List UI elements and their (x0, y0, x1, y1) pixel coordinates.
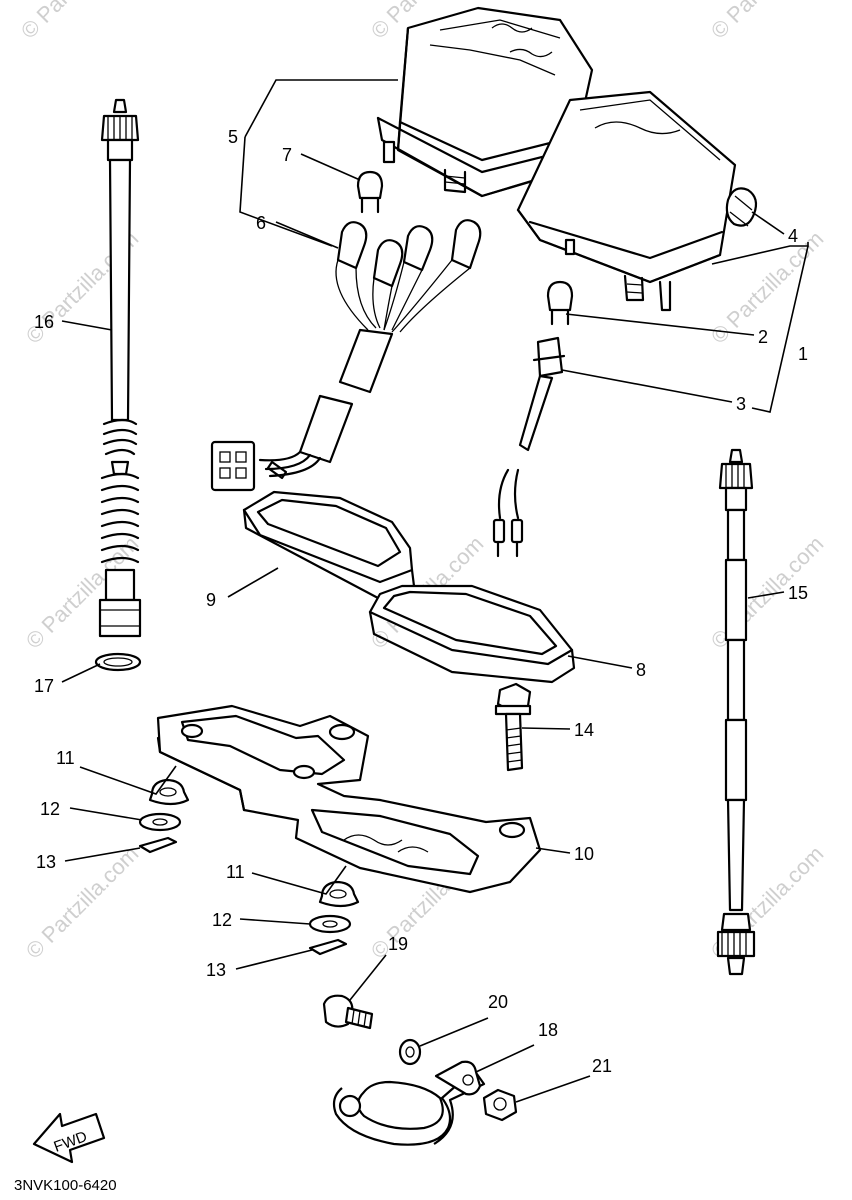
callout-17: 17 (34, 676, 54, 696)
clip-13-lower[interactable] (308, 938, 348, 956)
damper-8[interactable] (368, 584, 576, 684)
callout-12-lower: 12 (212, 910, 232, 930)
callout-10: 10 (574, 844, 594, 864)
washer-20[interactable] (398, 1038, 422, 1066)
meter-bracket-10[interactable] (156, 704, 542, 894)
callout-4: 4 (788, 226, 798, 246)
callout-6: 6 (256, 213, 266, 233)
callout-8: 8 (636, 660, 646, 680)
watermark: © Partzilla.com (706, 0, 829, 44)
bolt-14[interactable] (494, 682, 532, 772)
washer-12-upper[interactable] (138, 812, 182, 832)
callout-20: 20 (488, 992, 508, 1012)
callout-21: 21 (592, 1056, 612, 1076)
callout-14: 14 (574, 720, 594, 740)
bolt-19[interactable] (322, 994, 374, 1030)
watermark: © Partzilla.com (706, 531, 829, 654)
callout-12-upper: 12 (40, 799, 60, 819)
meter-assembly-right[interactable] (516, 90, 758, 312)
diagram-code: 3NVK100-6420 (14, 1177, 117, 1194)
socket-harness-6[interactable] (210, 219, 482, 492)
callout-11-lower: 11 (226, 862, 245, 882)
forward-arrow-icon: FWD (32, 1112, 106, 1164)
bulb-2[interactable] (546, 280, 574, 326)
socket-cord-3[interactable] (492, 336, 566, 558)
callout-1: 1 (798, 344, 808, 364)
callout-9: 9 (206, 590, 216, 610)
callout-18: 18 (538, 1020, 558, 1040)
o-ring-17[interactable] (94, 652, 142, 672)
clip-13-upper[interactable] (138, 836, 178, 854)
meter-assembly-left[interactable] (376, 6, 594, 198)
callout-13-lower: 13 (206, 960, 226, 980)
tachometer-cable-15[interactable] (716, 448, 756, 976)
clamp-18[interactable] (332, 1060, 486, 1146)
callout-5: 5 (228, 127, 238, 147)
callout-16: 16 (34, 312, 54, 332)
nut-21[interactable] (482, 1088, 518, 1122)
bulb-7[interactable] (356, 170, 384, 214)
callout-15: 15 (788, 583, 808, 603)
watermark: © Partzilla.com (16, 0, 139, 44)
callout-labels: 1 2 3 4 5 6 7 8 9 10 11 11 12 12 13 13 1… (34, 127, 808, 1076)
callout-19: 19 (388, 934, 408, 954)
damper-9[interactable] (242, 490, 416, 600)
callout-13-upper: 13 (36, 852, 56, 872)
callout-3: 3 (736, 394, 746, 414)
callout-7: 7 (282, 145, 292, 165)
washer-12-lower[interactable] (308, 914, 352, 934)
callout-11-upper: 11 (56, 748, 75, 768)
callout-2: 2 (758, 327, 768, 347)
leader-lines (61, 79, 809, 1103)
grommet-11-upper[interactable] (148, 778, 190, 806)
speedometer-cable-16[interactable] (98, 98, 142, 638)
